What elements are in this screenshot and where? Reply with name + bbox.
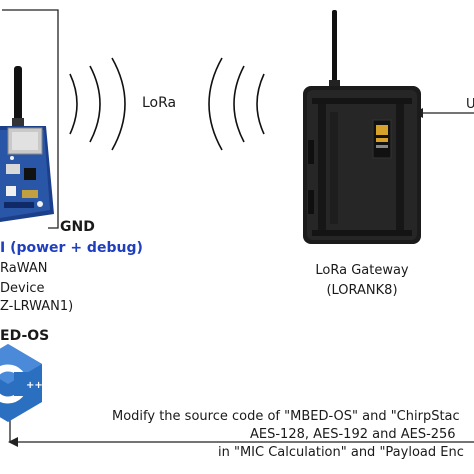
device-name-line3: Z-LRWAN1) (0, 299, 74, 314)
note-line2: AES-128, AES-192 and AES-256 (250, 427, 456, 442)
gateway-side-label: U (466, 97, 474, 112)
note-line3: in "MIC Calculation" and "Payload Enc (218, 445, 464, 460)
wave-arc-left-1 (69, 73, 78, 135)
lora-link-label: LoRa (142, 95, 177, 111)
wave-arc-right-3 (256, 73, 265, 135)
wave-arc-right-2 (233, 65, 245, 143)
device-name-line1: RaWAN (0, 261, 48, 276)
usb-power-debug-label: I (power + debug) (0, 240, 143, 256)
board-antenna (14, 66, 22, 122)
wave-arc-left-2 (89, 65, 101, 143)
mbed-os-label: ED-OS (0, 328, 50, 344)
wave-arc-right-1 (208, 57, 223, 151)
device-name-line2: Device (0, 281, 45, 296)
note-line1: Modify the source code of "MBED-OS" and … (112, 409, 460, 424)
gateway-name-line2: (LORANK8) (326, 283, 398, 298)
svg-text:++: ++ (26, 380, 43, 391)
gnd-wire (2, 9, 59, 229)
wave-arc-left-3 (111, 57, 126, 151)
gnd-label: GND (60, 219, 95, 235)
bottom-arrowhead (8, 437, 18, 447)
gateway-antenna (332, 10, 337, 84)
gateway-name-line1: LoRa Gateway (315, 263, 409, 278)
